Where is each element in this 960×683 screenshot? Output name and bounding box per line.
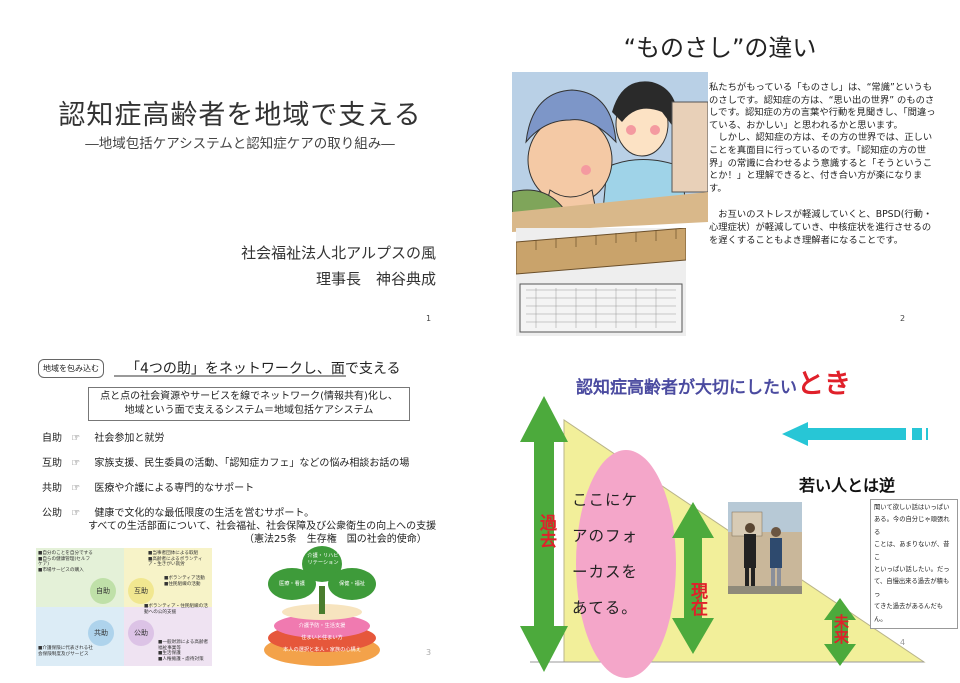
shared-help-notes: ■介護保険に代表される社会保険制度及びサービス: [38, 646, 94, 657]
public-support-notes: ■ボランティア・住民組織の活動への公的支援: [144, 604, 212, 615]
diagram-note: ■自らの健康管理(セルフケア): [38, 556, 91, 568]
diagram-note: ■当事者団体による取組: [148, 551, 199, 556]
slide-1-subtitle: ―地域包括ケアシステムと認知症ケアの取り組み―: [85, 136, 395, 152]
speech-box: 聞いて欲しい話はいっぱい ある。今の自分じゃ頑張れる ことは、あまりないが、昔こ…: [870, 499, 958, 630]
diagram-note: ■自分のことを自分でする: [38, 551, 93, 556]
diagram-note: ■介護保険に代表される社会保険制度及びサービス: [38, 646, 93, 657]
slide-3-tag: 地域を包み込む: [38, 359, 104, 378]
speech-line: といっぱい話したい。だっ: [874, 566, 950, 574]
slide-2-title: “ものさし”の違い: [623, 34, 817, 62]
pointing-hand-icon: ☞: [71, 433, 81, 444]
mutual-help-notes-2: ■ボランティア活動 ■住民組織の活動: [164, 576, 212, 587]
time-diagram-shapes: [520, 396, 928, 678]
diagram-note: ■ボランティア・住民組織の活動への公的支援: [144, 604, 208, 615]
diagram-note: ■一般財源による高齢者福祉事業等: [158, 640, 209, 651]
speech-line: ある。今の自分じゃ頑張れる: [874, 516, 950, 536]
slide-3-definition-line-1: 点と点の社会資源やサービスを線でネットワーク(情報共有)化し、: [100, 391, 398, 402]
slide-1-title: 認知症高齢者を地域で支える ―地域包括ケアシステムと認知症ケアの取り組み― 社会…: [0, 0, 480, 341]
slide-1-presenter: 理事長 神谷典成: [315, 270, 436, 288]
self-help-notes: ■自分のことを自分でする ■自らの健康管理(セルフケア) ■市場サービスの購入: [38, 551, 94, 573]
diagram-note: ■住民組織の活動: [164, 581, 201, 587]
speech-line: ことは、あまりないが、昔こ: [874, 541, 950, 561]
illustration-rulers: [516, 228, 686, 336]
slide-2-paragraph-1: 私たちがもっている「ものさし」は、“常識”というものさしです。認知症の方は、“思…: [709, 82, 936, 131]
help-text: 医療や介護による専門的なサポート: [94, 483, 255, 494]
slide-1-main-title: 認知症高齢者を地域で支える: [58, 100, 422, 131]
public-help-circle: 公助: [128, 620, 154, 646]
slide-2-paragraph-2: しかし、認知症の方は、その方の世界では、正しいことを真面目に行っているのです。「…: [709, 132, 933, 194]
past-label: 過去: [536, 514, 556, 548]
future-label: 未来: [832, 614, 850, 644]
slide-3-heading-underline: [114, 375, 346, 377]
pointing-hand-icon: ☞: [71, 458, 81, 469]
slide-2-measure: “ものさし”の違い: [480, 0, 960, 341]
present-label: 現在: [687, 582, 707, 616]
speech-line: 聞いて欲しい話はいっぱい: [874, 504, 950, 511]
diagram-note: ■人権擁護・虐待対策: [158, 656, 204, 662]
slide-1-organization: 社会福祉法人北アルプスの風: [241, 244, 436, 262]
base-choice-label: 本人の選択と本人・家族の心構え: [283, 647, 361, 653]
help-row-public: 公助 ☞ 健康で文化的な最低限度の生活を営むサポート。: [42, 504, 314, 519]
plant-shapes: [264, 546, 380, 666]
speech-line: て、自慢出来る過去が積もっ: [874, 578, 950, 598]
slide-4-page-number: 4: [900, 638, 906, 647]
help-row-self: 自助 ☞ 社会参加と就労: [42, 429, 164, 444]
pointing-hand-icon: ☞: [71, 483, 81, 494]
help-key: 自助: [42, 433, 62, 444]
shared-help-circle: 共助: [88, 620, 114, 646]
slide-2-paragraph-3: お互いのストレスが軽減していくと、BPSD(行動・心理症状）が軽減していき、中核…: [709, 209, 933, 246]
help-text: 健康で文化的な最低限度の生活を営むサポート。: [94, 508, 315, 519]
pot-housing-label: 住まいと住まい方: [301, 635, 343, 641]
help-row-public-line-3: （憲法25条 生存権 国の社会的使命）: [244, 534, 427, 545]
mutual-help-circle: 互助: [128, 578, 154, 604]
leaf-care-label: 介護・リハビリテーション: [307, 553, 339, 566]
slide-4-title-emphasis: とき: [797, 369, 851, 400]
slide-3-definition-line-2: 地域という面で支えるシステム＝地域包括ケアシステム: [124, 405, 374, 416]
help-text: 社会参加と就労: [94, 433, 165, 444]
four-helps-diagram: ■自分のことを自分でする ■自らの健康管理(セルフケア) ■市場サービスの購入 …: [36, 548, 212, 666]
slide-4-title: 認知症高齢者が大切にしたいとき: [576, 362, 851, 401]
help-key: 互助: [42, 458, 62, 469]
help-row-public-line-2: すべての生活部面について、社会福祉、社会保障及び公衆衛生の向上への支援: [88, 521, 437, 532]
slide-3-definition-box: 点と点の社会資源やサービスを線でネットワーク(情報共有)化し、 地域という面で支…: [88, 387, 410, 421]
focus-line: ここにケ: [572, 491, 639, 509]
diagram-note: ■高齢者によるボランティア・生きがい就労: [148, 556, 203, 568]
help-row-shared: 共助 ☞ 医療や介護による専門的なサポート: [42, 479, 254, 494]
slide-3-page-number: 3: [426, 648, 432, 657]
focus-line: アのフォ: [572, 527, 639, 545]
self-help-circle: 自助: [90, 578, 116, 604]
focus-line: あてる。: [572, 599, 638, 617]
focus-message: ここにケ アのフォ ーカスを あてる。: [572, 482, 638, 626]
public-help-notes: ■一般財源による高齢者福祉事業等 ■生活保護 ■人権擁護・虐待対策: [158, 640, 212, 662]
slide-2-page-number: 2: [900, 314, 906, 323]
help-row-mutual: 互助 ☞ 家族支援、民生委員の活動、「認知症カフェ」などの悩み相談お話の場: [42, 454, 409, 469]
pointing-hand-icon: ☞: [71, 508, 81, 519]
diagram-note: ■ボランティア活動: [164, 576, 205, 581]
diagram-note: ■市場サービスの購入: [38, 567, 84, 573]
mutual-help-notes: ■当事者団体による取組 ■高齢者によるボランティア・生きがい就労: [148, 551, 210, 568]
focus-line: ーカスを: [572, 563, 639, 581]
illustration-women: [512, 72, 708, 232]
community-care-plant-diagram: 介護・リハビリテーション 医療・看護 保健・福祉 介護予防・生活支援 住まいと住…: [262, 542, 382, 668]
leaf-medical-label: 医療・看護: [279, 581, 305, 587]
slide-4-title-main: 認知症高齢者が大切にしたい: [576, 378, 797, 398]
help-key: 共助: [42, 483, 62, 494]
opposite-of-young-label: 若い人とは逆: [799, 476, 896, 495]
slide-3-four-helps: 地域を包み込む 「4つの助」をネットワークし、面で支える 点と点の社会資源やサー…: [0, 342, 480, 683]
slide-2-body-text: 私たちがもっている「ものさし」は、“常識”というものさしです。認知症の方は、“思…: [709, 82, 937, 247]
slide-1-page-number: 1: [426, 314, 432, 323]
leaf-health-label: 保健・福祉: [339, 581, 365, 587]
soil-prevention-label: 介護予防・生活支援: [298, 623, 346, 629]
diagram-note: ■生活保護: [158, 651, 181, 657]
help-key: 公助: [42, 508, 62, 519]
slide-3-heading: 「4つの助」をネットワークし、面で支える: [126, 361, 401, 377]
help-text: 家族支援、民生委員の活動、「認知症カフェ」などの悩み相談お話の場: [94, 458, 410, 469]
slide-4-important-time: 認知症高齢者が大切にしたいとき 過去 現在 未来 ここにケ アのフォ: [480, 342, 960, 683]
speech-line: てきた過去があるんだもん。: [874, 603, 944, 623]
